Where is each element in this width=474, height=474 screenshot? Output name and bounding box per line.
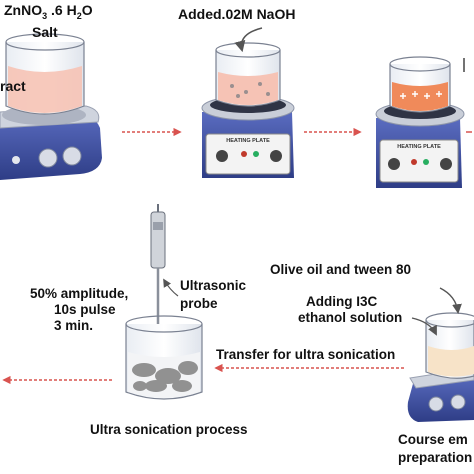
sonication-beaker [125,315,203,400]
beaker-2 [215,42,281,107]
ultrasonic-probe [150,204,166,352]
i3c-arrow [411,317,437,336]
hotplate-1 [0,105,102,180]
naoh-arrow [234,27,263,53]
naoh-label: Added.02M NaOH [178,6,296,22]
salt-label: Salt [32,24,58,40]
probe-label-1: Ultrasonic [180,278,247,293]
heating-plate-label-2 [218,136,278,144]
process-label: Ultra sonication process [90,422,248,437]
beaker-4 [425,312,474,379]
probe-pointer-arrow [163,278,179,297]
course-label-2: preparation [398,450,473,465]
amplitude-label-3: 3 min. [54,318,94,333]
i3c-label-2: ethanol solution [298,310,403,325]
i3c-label-1: Adding I3C [306,294,378,309]
extract-label: ract [0,78,26,94]
heating-plate-text-2: HEATING PLATE [226,138,270,144]
probe-label-2: probe [180,296,218,311]
olive-oil-label: Olive oil and tween 80 [270,262,412,277]
olive-oil-arrow [439,287,462,314]
amplitude-label-1: 50% amplitude, [30,286,129,301]
hotplate-2: HEATING PLATE [201,95,295,178]
beaker-3 [389,56,451,113]
salt-formula-label: ZnNO3 .6 H2O [4,2,93,21]
amplitude-label-2: 10s pulse [54,302,116,317]
beaker-1 [5,33,85,115]
hotplate-3: HEATING PLATE [375,101,465,188]
transfer-label: Transfer for ultra sonication [216,347,396,362]
heating-plate-text-3: HEATING PLATE [397,144,441,150]
course-label-1: Course em [398,432,468,447]
